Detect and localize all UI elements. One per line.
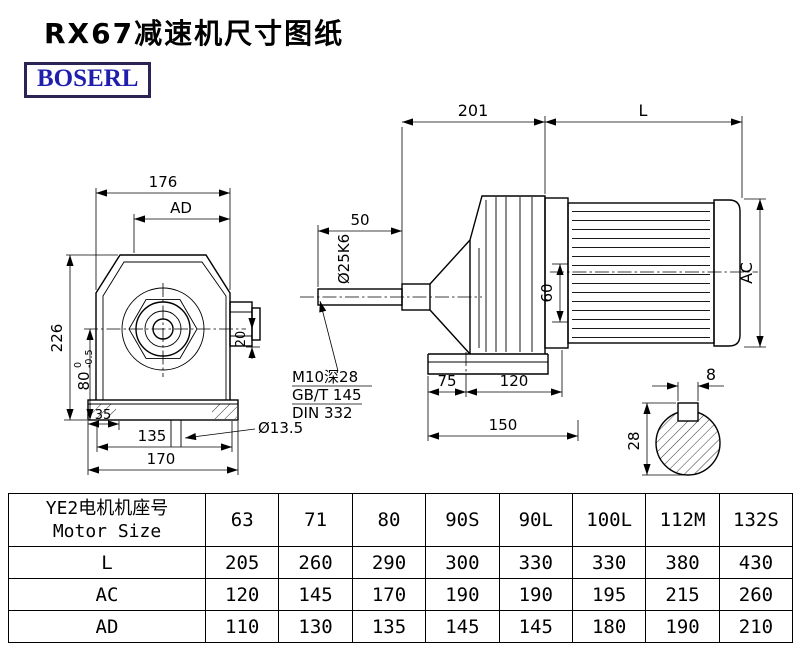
dim-120-label: 120 xyxy=(500,372,529,390)
tap-callout-line3: DIN 332 xyxy=(292,404,353,422)
cell: 380 xyxy=(645,546,720,579)
size-col: 100L xyxy=(571,493,647,547)
dimension-drawing: 176 AD 226 80 0 -0.5 35 135 170 20 Ø13.5 xyxy=(48,101,766,476)
cell: 430 xyxy=(718,546,794,579)
table-row-L: L 205 260 290 300 330 330 380 430 xyxy=(8,546,794,579)
cell: 190 xyxy=(425,578,500,611)
dim-60-label: 60 xyxy=(538,283,556,302)
size-col: 90S xyxy=(425,493,500,547)
dim-150-label: 150 xyxy=(489,416,518,434)
front-view-dimensions: 176 AD 226 80 0 -0.5 35 135 170 20 Ø13.5 xyxy=(48,173,303,475)
header-motor-size: YE2电机机座号 Motor Size xyxy=(8,493,206,547)
cell: 330 xyxy=(571,546,647,579)
table-row-AD: AD 110 130 135 145 145 180 190 210 xyxy=(8,610,794,643)
page-title: RX67减速机尺寸图纸 xyxy=(44,17,345,50)
svg-text:80: 80 xyxy=(75,371,93,390)
shaft-section-view: 8 28 xyxy=(625,365,724,476)
tap-callout-line1: M10深28 xyxy=(292,368,358,386)
motor-flange xyxy=(544,197,569,349)
cell: 205 xyxy=(204,546,280,579)
cell: 145 xyxy=(498,610,573,643)
dim-20-label: 20 xyxy=(234,331,249,348)
size-col: 132S xyxy=(718,493,794,547)
key-width-label: 8 xyxy=(706,365,716,384)
cell: 180 xyxy=(571,610,647,643)
cell: 260 xyxy=(718,578,794,611)
mounting-foot xyxy=(427,354,549,375)
cell: 330 xyxy=(498,546,573,579)
cell: 300 xyxy=(425,546,500,579)
size-col: 63 xyxy=(204,493,280,547)
size-col: 112M xyxy=(645,493,720,547)
cell: 290 xyxy=(351,546,427,579)
gearbox-housing xyxy=(469,195,546,354)
side-view-dimensions: 201 L 50 Ø25K6 60 AC M10深28 GB/T 145 DIN… xyxy=(292,101,766,441)
size-col: 71 xyxy=(278,493,353,547)
cell: 260 xyxy=(278,546,353,579)
cell: 130 xyxy=(278,610,353,643)
dim-ad-label: AD xyxy=(170,199,192,217)
size-col: 80 xyxy=(351,493,427,547)
key xyxy=(677,402,699,422)
header-cn: YE2电机机座号 xyxy=(45,497,169,519)
cell: 190 xyxy=(645,610,720,643)
cell: 145 xyxy=(425,610,500,643)
svg-text:-0.5: -0.5 xyxy=(84,349,95,368)
dim-201-label: 201 xyxy=(458,101,489,120)
motor-fins xyxy=(572,208,710,338)
cell: 210 xyxy=(718,610,794,643)
hole-dia-label: Ø13.5 xyxy=(258,419,303,437)
dim-L-label: L xyxy=(639,101,648,120)
dim-170-label: 170 xyxy=(147,450,176,468)
motor-size-table: YE2电机机座号 Motor Size 63 71 80 90S 90L 100… xyxy=(8,493,794,643)
dim-80-tolerance: 80 0 -0.5 xyxy=(73,349,95,390)
logo-box: BOSERL xyxy=(24,62,152,98)
dim-176-label: 176 xyxy=(149,173,178,191)
front-view xyxy=(84,254,261,447)
cell: 170 xyxy=(351,578,427,611)
svg-text:0: 0 xyxy=(73,362,84,368)
row-label: AC xyxy=(8,578,206,611)
fan-cover xyxy=(713,199,741,347)
dim-28-label: 28 xyxy=(625,431,643,450)
dim-226-label: 226 xyxy=(48,324,66,353)
row-label: AD xyxy=(8,610,206,643)
cell: 110 xyxy=(204,610,280,643)
dim-75-label: 75 xyxy=(437,372,456,390)
foot-hatch-left xyxy=(90,404,116,419)
cell: 190 xyxy=(498,578,573,611)
table-row-AC: AC 120 145 170 190 190 195 215 260 xyxy=(8,578,794,611)
dim-35-label: 35 xyxy=(95,408,112,423)
dim-AC-label: AC xyxy=(737,262,756,284)
header-en: Motor Size xyxy=(52,521,162,542)
table-header-row: YE2电机机座号 Motor Size 63 71 80 90S 90L 100… xyxy=(8,493,794,547)
cell: 145 xyxy=(278,578,353,611)
row-label: L xyxy=(8,546,206,579)
cell: 135 xyxy=(351,610,427,643)
size-col: 90L xyxy=(498,493,573,547)
tap-callout-line2: GB/T 145 xyxy=(292,386,362,404)
cell: 120 xyxy=(204,578,280,611)
side-view xyxy=(300,195,758,378)
foot-hatch-right xyxy=(212,404,237,419)
cell: 195 xyxy=(571,578,647,611)
dim-135-label: 135 xyxy=(138,427,167,445)
dim-50-label: 50 xyxy=(350,211,369,229)
shaft-dia-label: Ø25K6 xyxy=(335,234,353,284)
cell: 215 xyxy=(645,578,720,611)
